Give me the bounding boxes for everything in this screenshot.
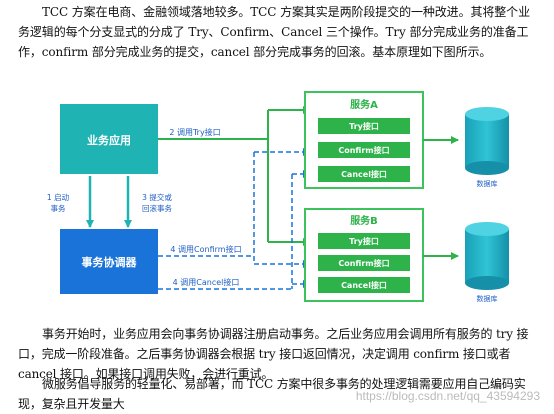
tcc-diagram: 业务应用 事务协调器 1 启动 事务 3 提交或 回滚事务 2 调用Try接口 …: [47, 91, 509, 303]
coordinator-box: 事务协调器: [60, 229, 158, 294]
service-b-try: [318, 233, 410, 249]
call-cancel-label: 4 调用Cancel接口: [173, 277, 240, 287]
service-b-confirm: [318, 255, 410, 271]
start-arrow-label-1: 1 启动: [47, 192, 70, 202]
call-try-label: 2 调用Try接口: [169, 127, 220, 137]
start-arrow-label-2: 事务: [51, 203, 66, 213]
database-b-label: 数据库: [477, 294, 498, 303]
coordinator-label: 事务协调器: [82, 255, 138, 269]
service-a-try-label: Try接口: [349, 121, 379, 131]
service-a-title: 服务A: [350, 98, 378, 111]
business-app-box: 业务应用: [60, 104, 158, 174]
intro-paragraph: TCC 方案在电商、金融领域落地较多。TCC 方案其实是两阶段提交的一种改进。其…: [18, 5, 530, 59]
watermark: https://blog.csdn.net/qq_43594293: [355, 389, 540, 403]
submit-arrow-label-2: 回滚事务: [142, 203, 172, 213]
explanation-paragraph: 事务开始时，业务应用会向事务协调器注册启动事务。之后业务应用会调用所有服务的 t…: [18, 327, 529, 381]
service-a-box: 服务A Try接口 Confirm接口 Cancel接口: [304, 91, 424, 189]
service-b-title: 服务B: [350, 214, 378, 227]
service-a-confirm-label: Confirm接口: [338, 145, 389, 155]
database-a-icon: [465, 107, 509, 175]
service-b-cancel: [318, 277, 410, 293]
service-b-confirm-label: Confirm接口: [338, 258, 389, 268]
service-a-cancel-label: Cancel接口: [341, 169, 387, 179]
microservice-paragraph: 微服务倡导服务的轻量化、易部署，而 TCC 方案中很多事务的处理逻辑需要应用自己…: [18, 377, 526, 411]
service-b-box: 服务B Try接口 Confirm接口 Cancel接口: [304, 208, 424, 302]
business-app-label: 业务应用: [87, 133, 131, 147]
database-a-label: 数据库: [477, 179, 498, 188]
service-a-cancel: [318, 166, 410, 182]
database-b-icon: [465, 222, 509, 290]
call-confirm-label: 4 调用Confirm接口: [170, 244, 241, 254]
service-b-cancel-label: Cancel接口: [341, 280, 387, 290]
submit-arrow-label-1: 3 提交或: [142, 192, 172, 202]
service-a-confirm: [318, 142, 410, 158]
service-b-try-label: Try接口: [349, 236, 379, 246]
service-a-try: [318, 118, 410, 134]
